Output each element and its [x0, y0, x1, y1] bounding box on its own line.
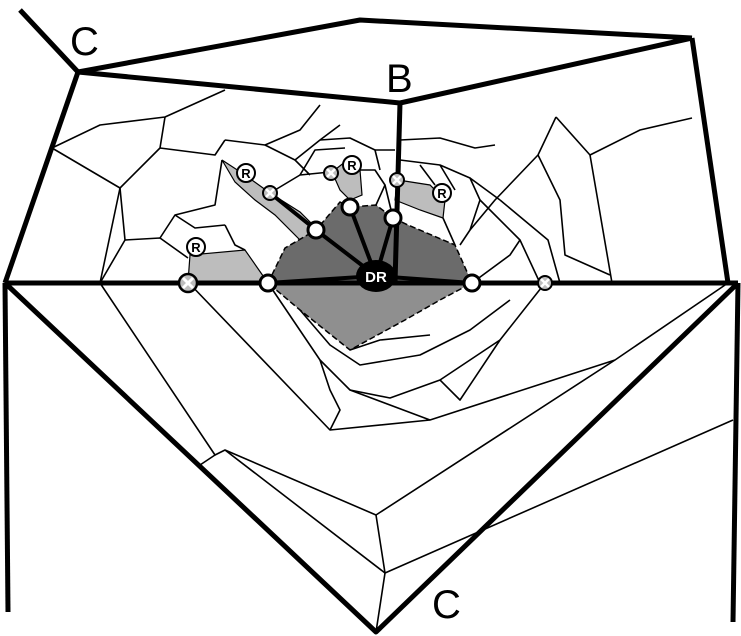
lower-cells	[99, 281, 734, 633]
node-top	[340, 197, 360, 217]
open-nodes	[258, 197, 482, 293]
svg-text:R: R	[241, 166, 251, 181]
cross-nodes	[177, 165, 553, 294]
r-marker-top: R	[342, 155, 362, 175]
shaded-regions	[187, 159, 474, 351]
svg-text:R: R	[347, 158, 357, 173]
r-marker-right: R	[432, 183, 452, 203]
upper-cells	[51, 89, 693, 284]
node-upper-left	[306, 220, 326, 240]
node-right	[462, 273, 482, 293]
label-c-top: C	[70, 20, 99, 64]
cross-node-top	[323, 165, 339, 181]
dr-node: DR	[356, 260, 396, 292]
node-left	[258, 273, 278, 293]
svg-text:R: R	[191, 240, 201, 255]
mid-region-center	[265, 282, 473, 351]
r-marker-upper-left: R	[236, 163, 256, 183]
label-c-bottom: C	[432, 583, 461, 627]
svg-text:R: R	[437, 186, 447, 201]
svg-text:DR: DR	[365, 269, 387, 286]
cross-node-upper-left	[262, 185, 278, 201]
r-markers: R R R R	[186, 155, 452, 257]
node-upper-right	[383, 208, 403, 228]
cross-node-top-right	[389, 172, 405, 188]
cross-node-right	[537, 275, 553, 291]
label-b-top: B	[386, 57, 413, 101]
r-marker-left: R	[186, 237, 206, 257]
cross-node-far-left	[177, 272, 199, 294]
